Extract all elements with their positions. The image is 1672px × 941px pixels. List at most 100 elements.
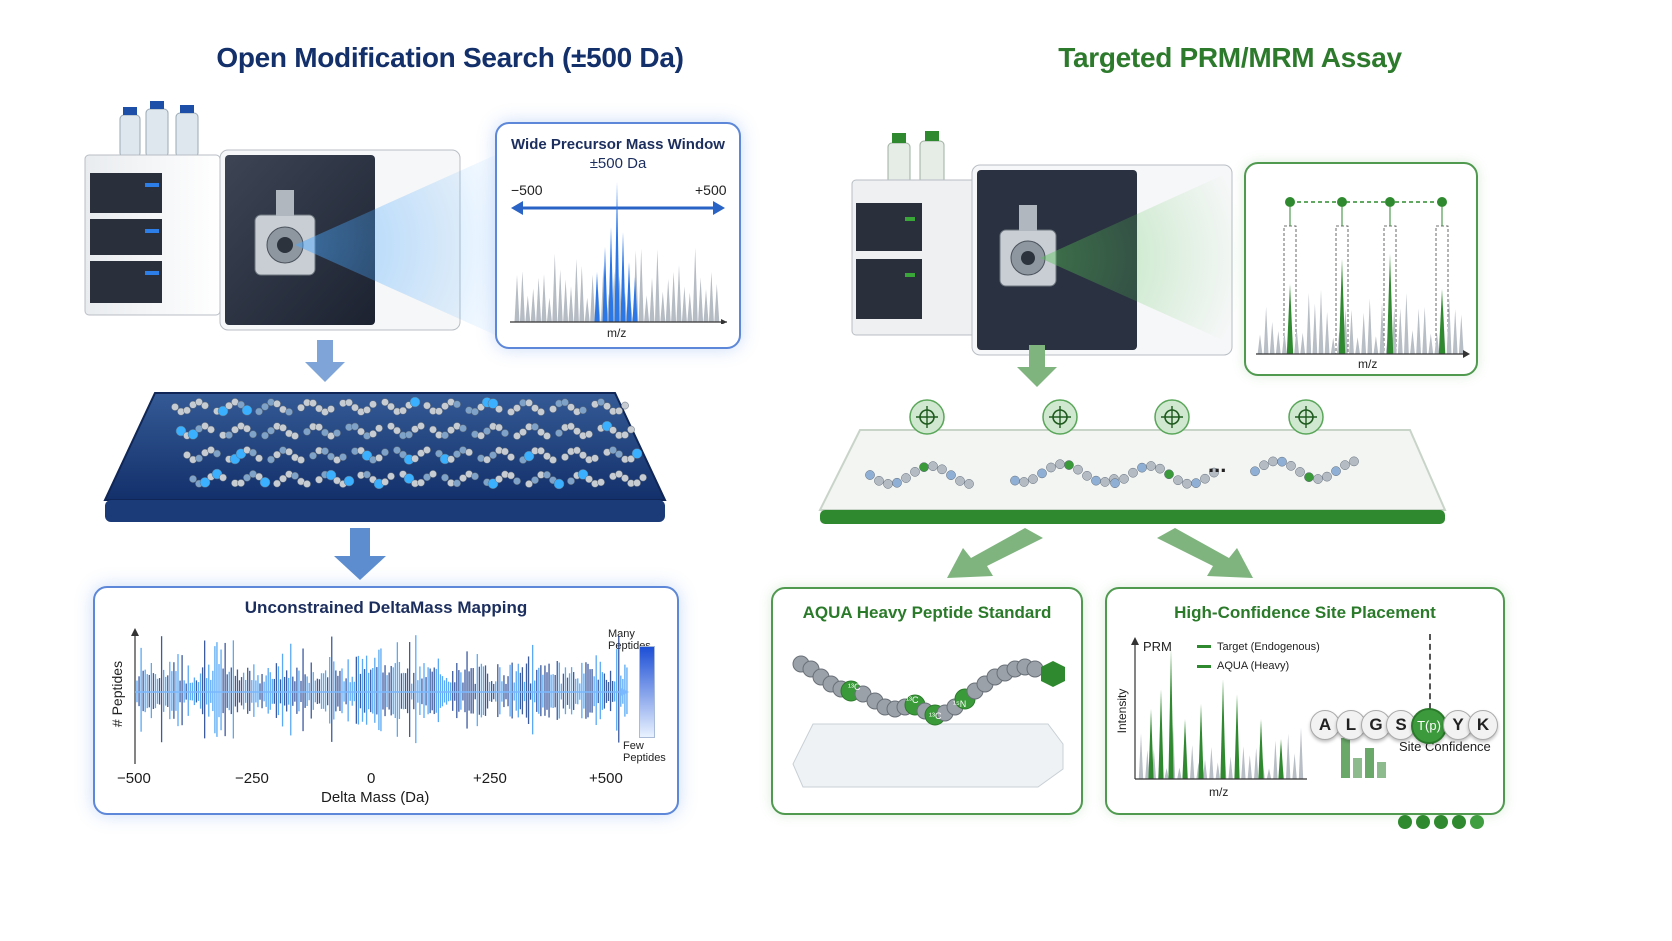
peptide-bead — [387, 402, 395, 411]
grey-peak — [1292, 753, 1297, 779]
grey-peak — [1254, 747, 1259, 779]
grey-peak — [1349, 309, 1354, 354]
site-confidence-label: Site Confidence — [1399, 739, 1491, 754]
peptide-bead — [549, 405, 557, 413]
grey-peak — [530, 288, 536, 322]
peptide-bead — [1037, 468, 1047, 479]
peptide-bead — [1019, 477, 1029, 487]
peptide-bead — [285, 447, 293, 456]
window-left-label: −500 — [511, 182, 543, 198]
target-peak — [1438, 289, 1446, 354]
grey-peak — [1202, 759, 1208, 779]
grey-peak — [1273, 740, 1278, 779]
peptide-bead — [1119, 473, 1129, 484]
peptide-bead — [1128, 467, 1138, 478]
grey-peak — [1422, 306, 1428, 354]
peptide-bead — [387, 472, 395, 481]
peptide-bead — [1191, 478, 1201, 488]
confidence-dot — [1470, 815, 1484, 829]
peptide-bead — [597, 398, 605, 406]
residue-a: A — [1310, 710, 1340, 740]
peptide-bead — [333, 476, 341, 485]
grey-peak — [671, 271, 677, 322]
grey-peak — [590, 274, 596, 322]
peptide-bead — [553, 478, 565, 490]
wide-window-panel: Wide Precursor Mass Window ±500 Da −500 … — [495, 122, 741, 349]
isotope-label-4: ¹⁵N — [953, 699, 967, 709]
peptide-bead — [417, 449, 425, 458]
peptide-bead — [1304, 472, 1314, 482]
peptide-bead — [1313, 474, 1323, 484]
grey-peak — [1410, 330, 1415, 354]
tick-minus250: −250 — [235, 770, 269, 787]
peptide-bead — [459, 424, 467, 433]
peptide-bead — [201, 422, 209, 430]
peptide-bead — [453, 450, 461, 458]
peptide-bead — [453, 400, 461, 409]
peptide-bead — [325, 469, 337, 481]
peptide-bead — [183, 406, 191, 415]
grey-peak — [563, 279, 569, 322]
peptide-bead — [343, 475, 355, 487]
peptide-bead — [441, 473, 449, 482]
peptide-bead — [273, 450, 281, 459]
peptide-bead — [883, 479, 893, 489]
grey-peak — [681, 286, 687, 322]
peptide-bead — [183, 451, 191, 459]
peptide-bead — [525, 480, 533, 488]
wide-window-title-1: Wide Precursor Mass Window — [511, 136, 725, 153]
peptide-bead — [615, 407, 623, 415]
target-marker — [1285, 197, 1295, 207]
arrow-down-icon — [1017, 345, 1057, 387]
peptide-library-tray — [103, 392, 667, 522]
peptide-bead — [309, 399, 317, 407]
residue-phospho-t: T(p) — [1411, 708, 1447, 744]
peptide-bead — [537, 447, 545, 455]
confidence-bars — [1341, 738, 1386, 778]
grey-peak — [1209, 746, 1214, 779]
blue-peak — [620, 232, 626, 322]
grey-peak — [1434, 332, 1440, 354]
peptide-bead — [1155, 463, 1165, 474]
target-marker — [1337, 197, 1347, 207]
peptide-bead — [639, 473, 647, 482]
legend-aqua: AQUA (Heavy) — [1217, 660, 1290, 672]
peptide-bead — [261, 431, 269, 440]
peptide-bead — [1182, 478, 1192, 489]
target-marker — [1437, 197, 1447, 207]
peptide-bead — [393, 446, 401, 455]
grey-peak — [1257, 334, 1263, 354]
peptide-bead — [429, 425, 437, 434]
peptide-bead — [339, 453, 347, 461]
peptide-bead — [1209, 467, 1219, 478]
peptide-bead — [423, 401, 431, 410]
grey-peak — [644, 295, 650, 322]
peptide-bead — [585, 430, 593, 439]
peptide-bead — [543, 432, 551, 440]
peptide-bead — [291, 471, 299, 480]
grey-peak — [1247, 755, 1252, 779]
peptide-bead — [609, 426, 617, 435]
grey-peak — [552, 253, 558, 322]
site-title: High-Confidence Site Placement — [1174, 603, 1436, 622]
peptide-bead — [627, 425, 635, 434]
peptide-bead — [579, 406, 587, 415]
left-title: Open Modification Search (±500 Da) — [216, 42, 684, 73]
peptide-bead — [187, 429, 199, 440]
peptide-bead — [507, 408, 515, 416]
grey-peak — [1306, 292, 1312, 354]
peptide-bead — [1340, 460, 1350, 470]
aqua-title: AQUA Heavy Peptide Standard — [802, 603, 1052, 622]
grey-peak — [649, 277, 655, 322]
peptide-bead — [297, 403, 305, 412]
peptide-bead — [441, 402, 449, 410]
targeted-spectrum-panel: m/z — [1244, 162, 1478, 376]
peptide-bead — [1295, 467, 1305, 477]
peptide-bead — [555, 429, 563, 437]
ellipsis: ... — [1208, 452, 1227, 477]
peptide-bead — [561, 398, 569, 407]
density-colorbar — [639, 646, 655, 738]
peptide-bead — [315, 404, 323, 413]
peptide-bead — [487, 478, 499, 489]
grey-peak — [1263, 306, 1269, 354]
